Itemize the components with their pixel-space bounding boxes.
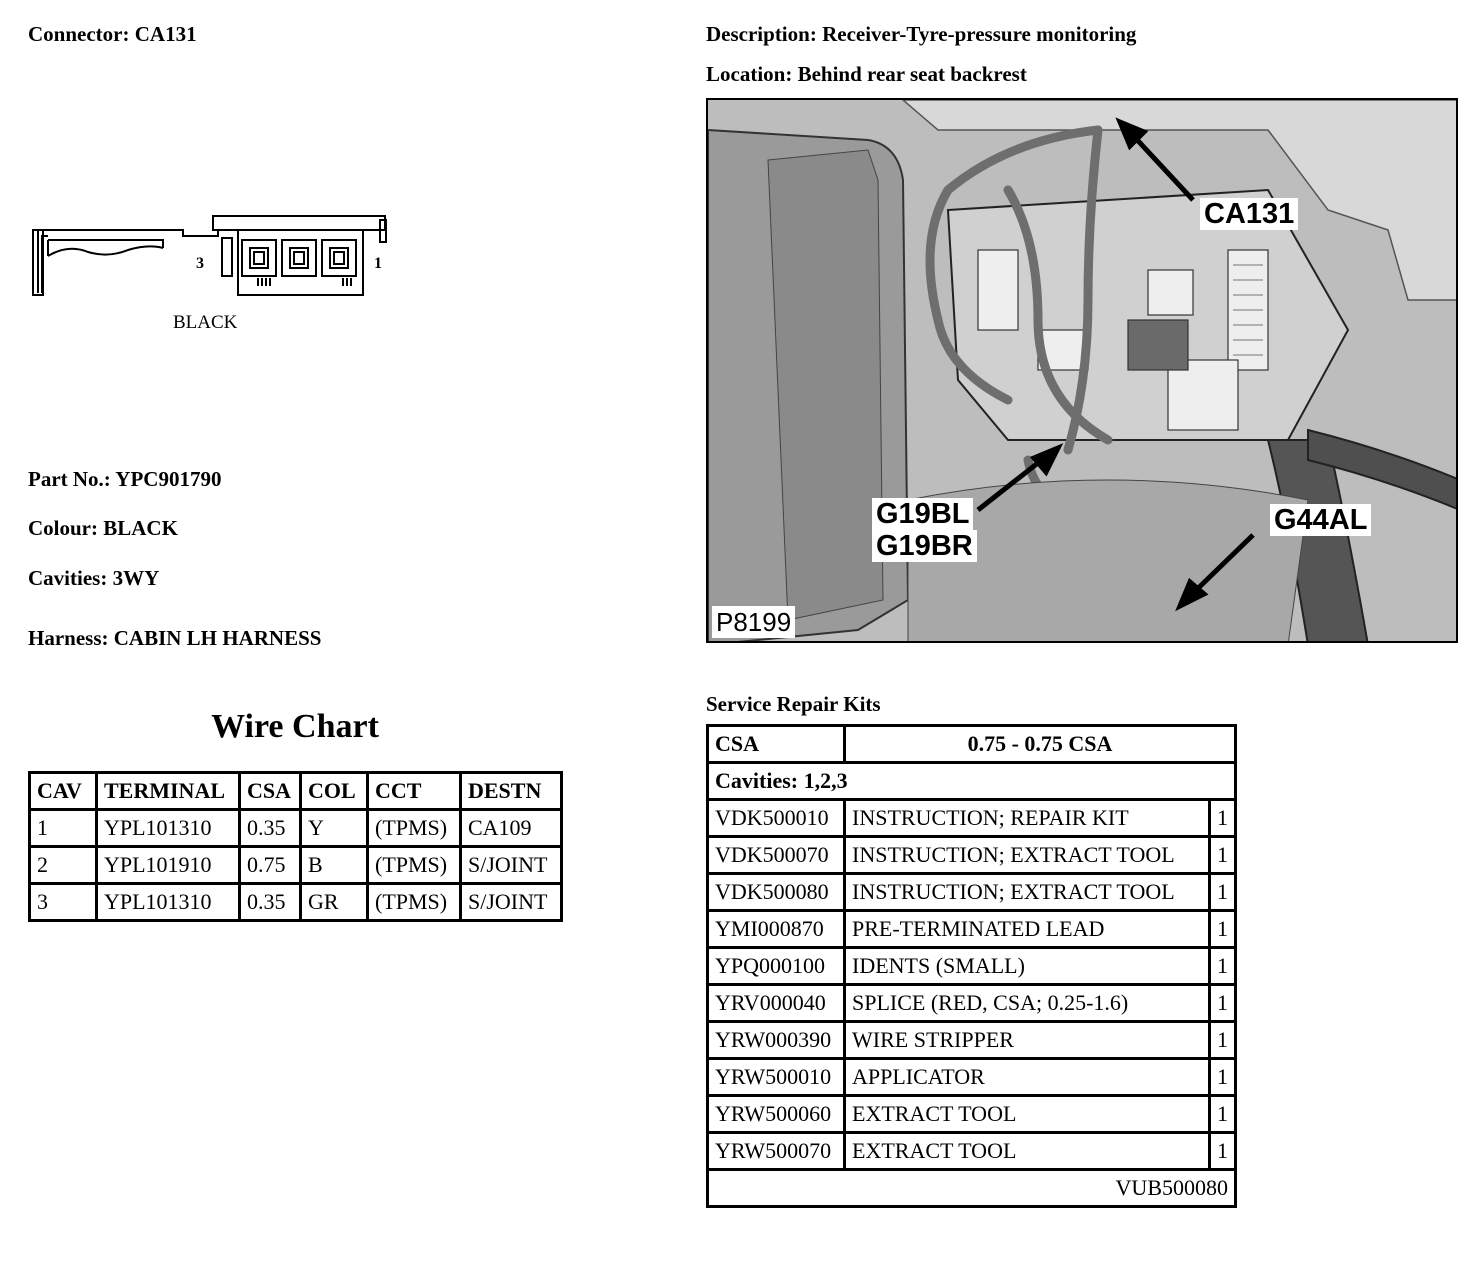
kits-footer: VUB500080 [706, 1168, 1237, 1208]
table-header-row: CAV TERMINAL CSA COL CCT DESTN [28, 771, 563, 811]
connector-colour-text: BLACK [173, 312, 238, 333]
pin-3-label: 3 [196, 255, 204, 272]
header-cav: CAV [28, 771, 98, 811]
table-row: YRV000040 SPLICE (RED, CSA; 0.25-1.6) 1 [706, 983, 1237, 1023]
connector-label: Connector: CA131 [28, 22, 197, 46]
table-row: YPQ000100 IDENTS (SMALL) 1 [706, 946, 1237, 986]
description-value: Receiver-Tyre-pressure monitoring [822, 22, 1137, 46]
callout-g19br: G19BR [872, 530, 977, 562]
header-col: COL [299, 771, 369, 811]
header-terminal: TERMINAL [95, 771, 241, 811]
wire-chart-title: Wire Chart [211, 708, 379, 745]
location-photo: CA131 G19BL G19BR G44AL P8199 [706, 98, 1458, 643]
table-row: YRW500070 EXTRACT TOOL 1 [706, 1131, 1237, 1171]
table-row: YRW500060 EXTRACT TOOL 1 [706, 1094, 1237, 1134]
table-row: VDK500080 INSTRUCTION; EXTRACT TOOL 1 [706, 872, 1237, 912]
wire-chart-table: CAV TERMINAL CSA COL CCT DESTN 1 YPL1013… [28, 771, 563, 922]
header-destn: DESTN [459, 771, 563, 811]
callout-ca131: CA131 [1200, 198, 1299, 230]
location-value: Behind rear seat backrest [797, 62, 1027, 86]
table-row: YRW000390 WIRE STRIPPER 1 [706, 1020, 1237, 1060]
header-cct: CCT [366, 771, 462, 811]
connector-outline-icon: 3 1 BLACK [32, 215, 387, 333]
description-label: Description: Receiver-Tyre-pressure moni… [706, 22, 1137, 46]
table-row: YRW500010 APPLICATOR 1 [706, 1057, 1237, 1097]
part-number: Part No.: YPC901790 [28, 467, 222, 491]
table-row: 3 YPL101310 0.35 GR (TPMS) S/JOINT [28, 882, 563, 922]
cavities-row: Cavities: 1,2,3 [706, 761, 1237, 801]
csa-label: CSA [706, 724, 846, 764]
location-label: Location: Behind rear seat backrest [706, 62, 1027, 86]
table-row: 2 YPL101910 0.75 B (TPMS) S/JOINT [28, 845, 563, 885]
callout-g19bl: G19BL [872, 498, 974, 530]
table-row: VDK500010 INSTRUCTION; REPAIR KIT 1 [706, 798, 1237, 838]
connector-drawing: 3 1 BLACK [28, 208, 398, 338]
colour: Colour: BLACK [28, 516, 178, 540]
connector-id: CA131 [134, 22, 197, 46]
header-csa: CSA [238, 771, 302, 811]
pin-1-label: 1 [374, 255, 382, 272]
csa-value: 0.75 - 0.75 CSA [843, 724, 1237, 764]
kits-cavities: Cavities: 1,2,3 [706, 761, 1237, 801]
callout-g44al: G44AL [1270, 504, 1372, 536]
table-row: 1 YPL101310 0.35 Y (TPMS) CA109 [28, 808, 563, 848]
kits-footer-row: VUB500080 [706, 1168, 1237, 1208]
table-row: YMI000870 PRE-TERMINATED LEAD 1 [706, 909, 1237, 949]
csa-row: CSA 0.75 - 0.75 CSA [706, 724, 1237, 764]
service-kits-table: CSA 0.75 - 0.75 CSA Cavities: 1,2,3 VDK5… [706, 724, 1237, 1208]
table-row: VDK500070 INSTRUCTION; EXTRACT TOOL 1 [706, 835, 1237, 875]
cavities: Cavities: 3WY [28, 566, 160, 590]
figure-id: P8199 [712, 606, 796, 638]
service-kits-title: Service Repair Kits [706, 692, 881, 716]
fuse-box-illustration-icon [708, 100, 1456, 641]
harness: Harness: CABIN LH HARNESS [28, 626, 322, 650]
